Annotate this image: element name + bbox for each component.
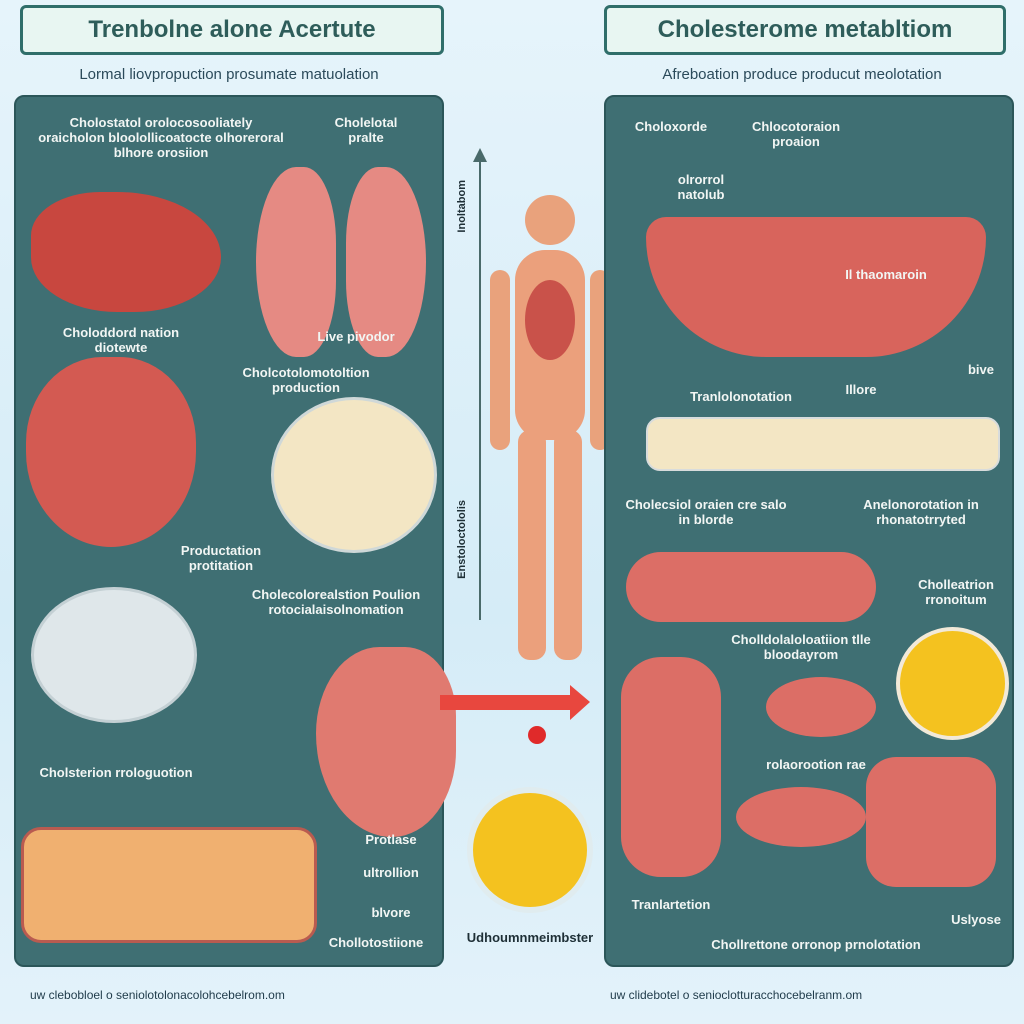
organs xyxy=(525,280,575,360)
label: Cholldolaloloatiion tlle bloodayrom xyxy=(731,632,871,662)
label: Cholostatol orolocosooliately oraicholon… xyxy=(38,115,284,160)
lung-right-illustration xyxy=(346,167,426,357)
heart-illustration xyxy=(26,357,196,547)
label: Anelonorotation in rhonatotrryted xyxy=(863,497,979,527)
label: bive xyxy=(967,362,994,377)
right-title: Cholesterome metabltiom xyxy=(604,5,1006,55)
fat-dish-illustration-2 xyxy=(31,587,197,723)
label: Illore xyxy=(845,382,877,397)
label: Cholsterion rrologuotion xyxy=(39,765,193,780)
right-panel: Choloxorde Chlocotoraion proaion olrorro… xyxy=(604,95,1014,967)
red-arrow-icon xyxy=(440,685,590,720)
label: Chollrettone orronop prnolotation xyxy=(711,937,921,952)
blood-vessel-illustration xyxy=(626,552,876,622)
label: olrorrol natolub xyxy=(677,172,725,202)
left-panel: Cholostatol orolocosooliately oraicholon… xyxy=(14,95,456,967)
red-ball-icon xyxy=(528,726,546,744)
fat-globule-illustration xyxy=(467,787,593,913)
label: Productation protitation xyxy=(180,543,262,573)
left-title: Trenbolne alone Acertute xyxy=(20,5,444,55)
liver-illustration xyxy=(31,192,221,312)
label: Cholleatrion rronoitum xyxy=(918,577,994,607)
kidney-illustration xyxy=(766,677,876,737)
footer-right: uw clidebotel o senioclotturacchocebelra… xyxy=(610,988,863,1002)
label: Cholecsiol oraien cre salo in blorde xyxy=(625,497,787,527)
axis-label-top: Inoltabom xyxy=(456,180,468,233)
right-leg xyxy=(554,430,582,660)
artery-illustration-2 xyxy=(866,757,996,887)
label: Tranlolonotation xyxy=(690,389,792,404)
center-bottom-label: Udhoumnmeimbster xyxy=(466,930,594,945)
label: Cholecolorealstion Poulion rotocialaisol… xyxy=(251,587,421,617)
artery-illustration xyxy=(621,657,721,877)
intestine-tissue-illustration xyxy=(21,827,317,943)
label: Uslyose xyxy=(951,912,1001,927)
axis-arrow-icon xyxy=(473,148,487,162)
fat-dish-illustration xyxy=(271,397,437,553)
label: Chlocotoraion proaion xyxy=(751,119,841,149)
intestine-cross-section-illustration xyxy=(646,217,986,357)
label: Chollotostiione xyxy=(328,935,424,950)
right-subtitle: Afreboation produce producut meolotation xyxy=(662,66,942,83)
lipid-capsules-illustration xyxy=(646,417,1000,471)
label: Il thaomaroin xyxy=(845,267,927,282)
label: Choloddord nation diotewte xyxy=(62,325,180,355)
axis-label-bottom: Enstoloctololis xyxy=(456,500,468,579)
fat-globule-illustration xyxy=(896,627,1009,740)
label: rolaorootion rae xyxy=(766,757,866,772)
label: Live pivodor xyxy=(317,329,395,344)
kidney-illustration-2 xyxy=(736,787,866,847)
left-arm xyxy=(490,270,510,450)
footer-left: uw clebobloel o seniolotolonacolohcebelr… xyxy=(30,988,285,1002)
left-leg xyxy=(518,430,546,660)
lung-left-illustration xyxy=(256,167,336,357)
label: Protlase xyxy=(365,832,417,847)
label: Tranlartetion xyxy=(631,897,711,912)
left-subtitle: Lormal liovpropuction prosumate matuolat… xyxy=(79,66,379,83)
label: ultrollion xyxy=(363,865,419,880)
head xyxy=(525,195,575,245)
label: Cholelotal pralte xyxy=(334,115,398,145)
label: blvore xyxy=(371,905,411,920)
stomach-illustration xyxy=(316,647,456,837)
label: Choloxorde xyxy=(634,119,708,134)
label: Cholcotolomotoltion production xyxy=(242,365,370,395)
